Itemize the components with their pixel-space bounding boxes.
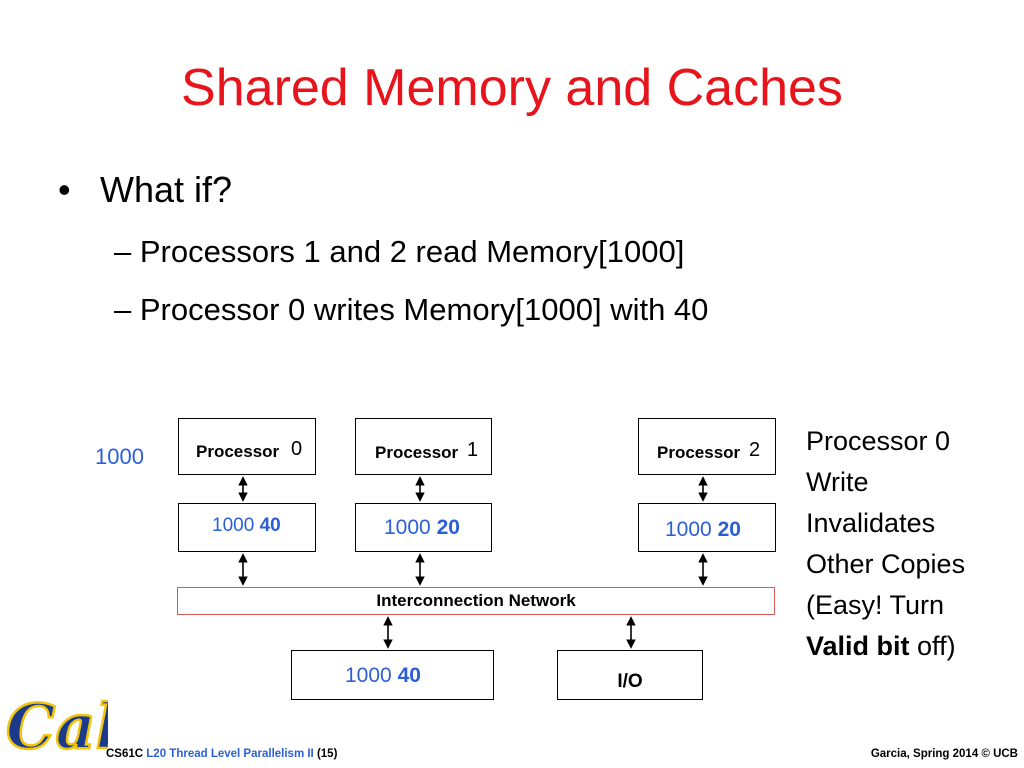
memory-address: 1000 [345,664,392,687]
side-note-line: Valid bit off) [806,626,965,667]
processor-label: Processor [196,442,280,461]
processor-0-box: Processor 0 [178,418,316,475]
footer-lecture: L20 Thread Level Parallelism II [146,748,314,760]
interconnection-network: Interconnection Network [177,587,775,615]
footer-left: CS61C L20 Thread Level Parallelism II (1… [106,748,337,760]
side-note-bold: Valid bit [806,631,910,661]
io-box: I/O [557,650,703,700]
cal-logo-icon: Cal [5,689,108,765]
memory-entry: 1000 40 [345,664,421,688]
processor-number: 1 [467,439,479,461]
side-note-line: (Easy! Turn [806,590,945,620]
sub-bullet-text: Processor 0 writes Memory[1000] with 40 [139,292,709,327]
sub-bullet-item: – Processors 1 and 2 read Memory[1000] [114,234,685,269]
memory-box: 1000 40 [291,650,494,700]
side-note-tail: off) [909,631,956,661]
side-note-line: Processor 0 [806,426,951,456]
io-label: I/O [617,671,643,692]
processor-2-box: Processor 2 [638,418,776,475]
processor-1-box: Processor 1 [355,418,492,475]
processor-number: 2 [749,439,761,461]
cache-entry: 1000 40 [212,515,281,537]
sub-bullet-text: Processors 1 and 2 read Memory[1000] [139,234,685,269]
footer-course: CS61C [106,748,144,760]
processor-label: Processor [375,443,459,462]
sub-bullet-item: – Processor 0 writes Memory[1000] with 4… [114,292,709,327]
processor-number: 0 [291,438,303,460]
side-note: Processor 0 Write Invalidates Other Copi… [806,421,965,667]
bullet-item: • What if? [58,170,758,210]
address-label: 1000 [95,444,144,469]
cache-address: 1000 [384,516,431,539]
network-label: Interconnection Network [376,591,576,610]
cache-value: 20 [436,516,460,539]
side-note-line: Write [806,467,869,497]
slide-title: Shared Memory and Caches [181,59,843,117]
side-note-line: Other Copies [806,549,966,579]
cache-value: 40 [259,515,281,536]
memory-value: 40 [397,664,421,687]
logo-text: Cal [6,690,108,763]
footer-credit: Garcia, Spring 2014 © UCB [870,748,1018,760]
cache-entry: 1000 20 [665,518,741,542]
cache-value: 20 [717,518,741,541]
footer-page: (15) [316,748,338,760]
side-note-line: Invalidates [806,508,936,538]
bullet-dot-icon: • [58,169,71,210]
cache-address: 1000 [212,515,255,536]
cache-address: 1000 [665,518,712,541]
processor-label: Processor [657,443,741,462]
cache-2-box: 1000 20 [638,503,776,552]
cache-entry: 1000 20 [384,516,460,540]
bullet-text: What if? [100,169,233,210]
cache-1-box: 1000 20 [355,503,492,552]
cache-0-box: 1000 40 [178,503,316,552]
